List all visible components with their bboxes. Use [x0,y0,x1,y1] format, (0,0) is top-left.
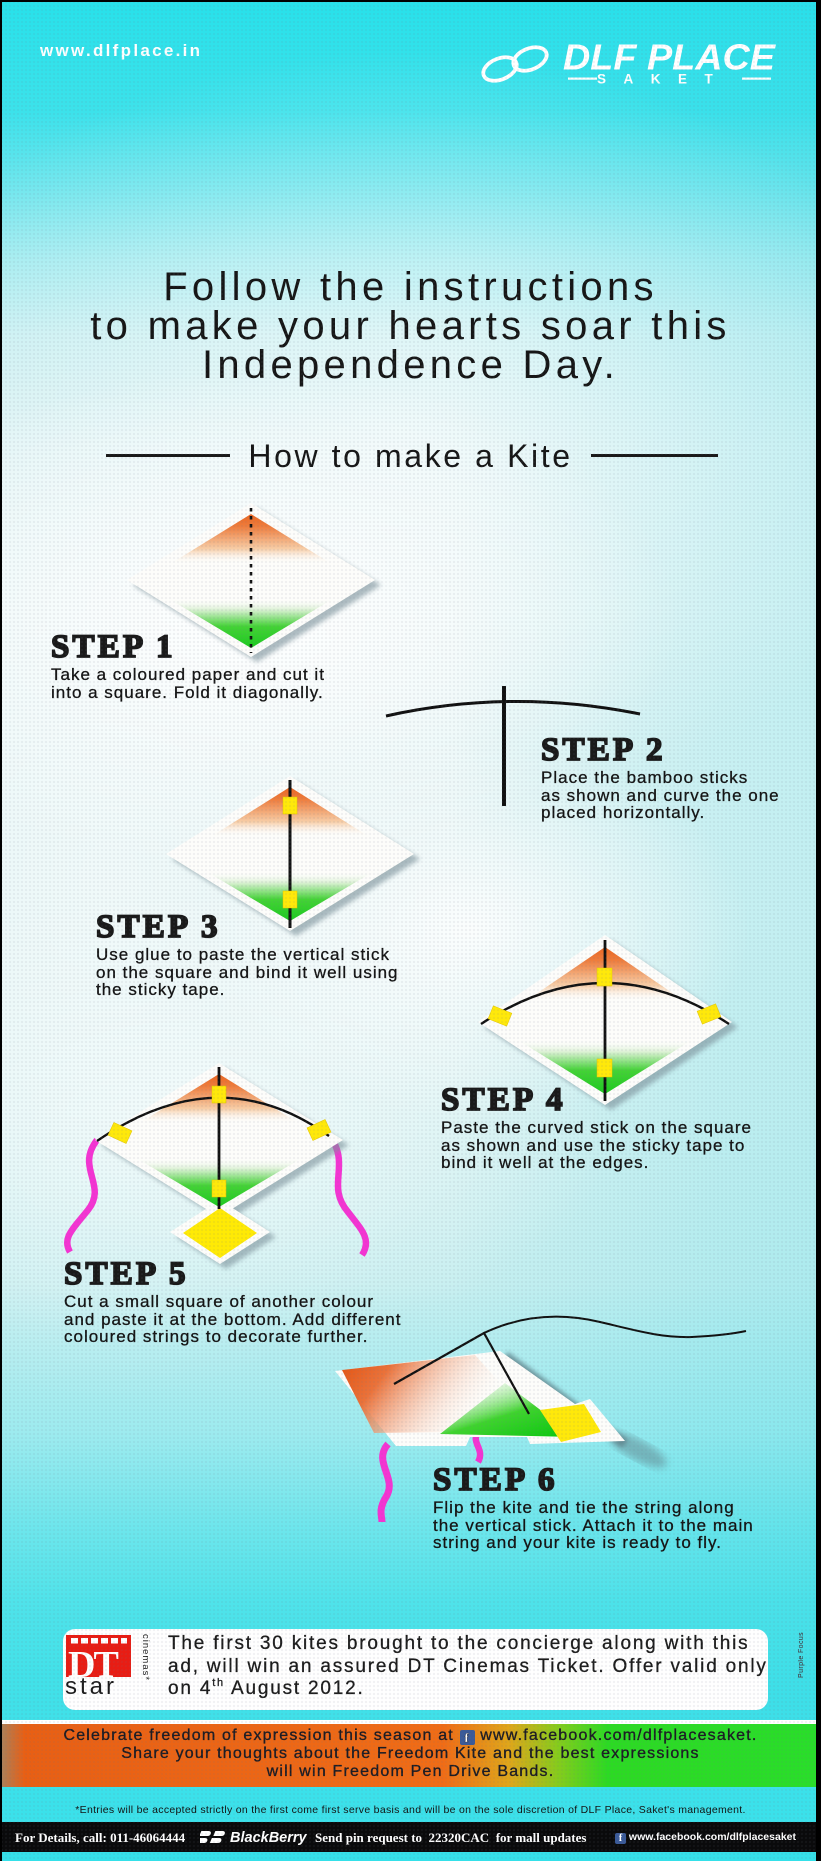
svg-text:SAKET: SAKET [597,72,730,87]
svg-text:DT: DT [68,1644,118,1686]
svg-text:star: star [65,1673,117,1700]
svg-text:BlackBerry: BlackBerry [230,1830,308,1846]
svg-text:DLF PLACE: DLF PLACE [563,37,776,78]
svg-text:cinemas*: cinemas* [140,1634,151,1681]
